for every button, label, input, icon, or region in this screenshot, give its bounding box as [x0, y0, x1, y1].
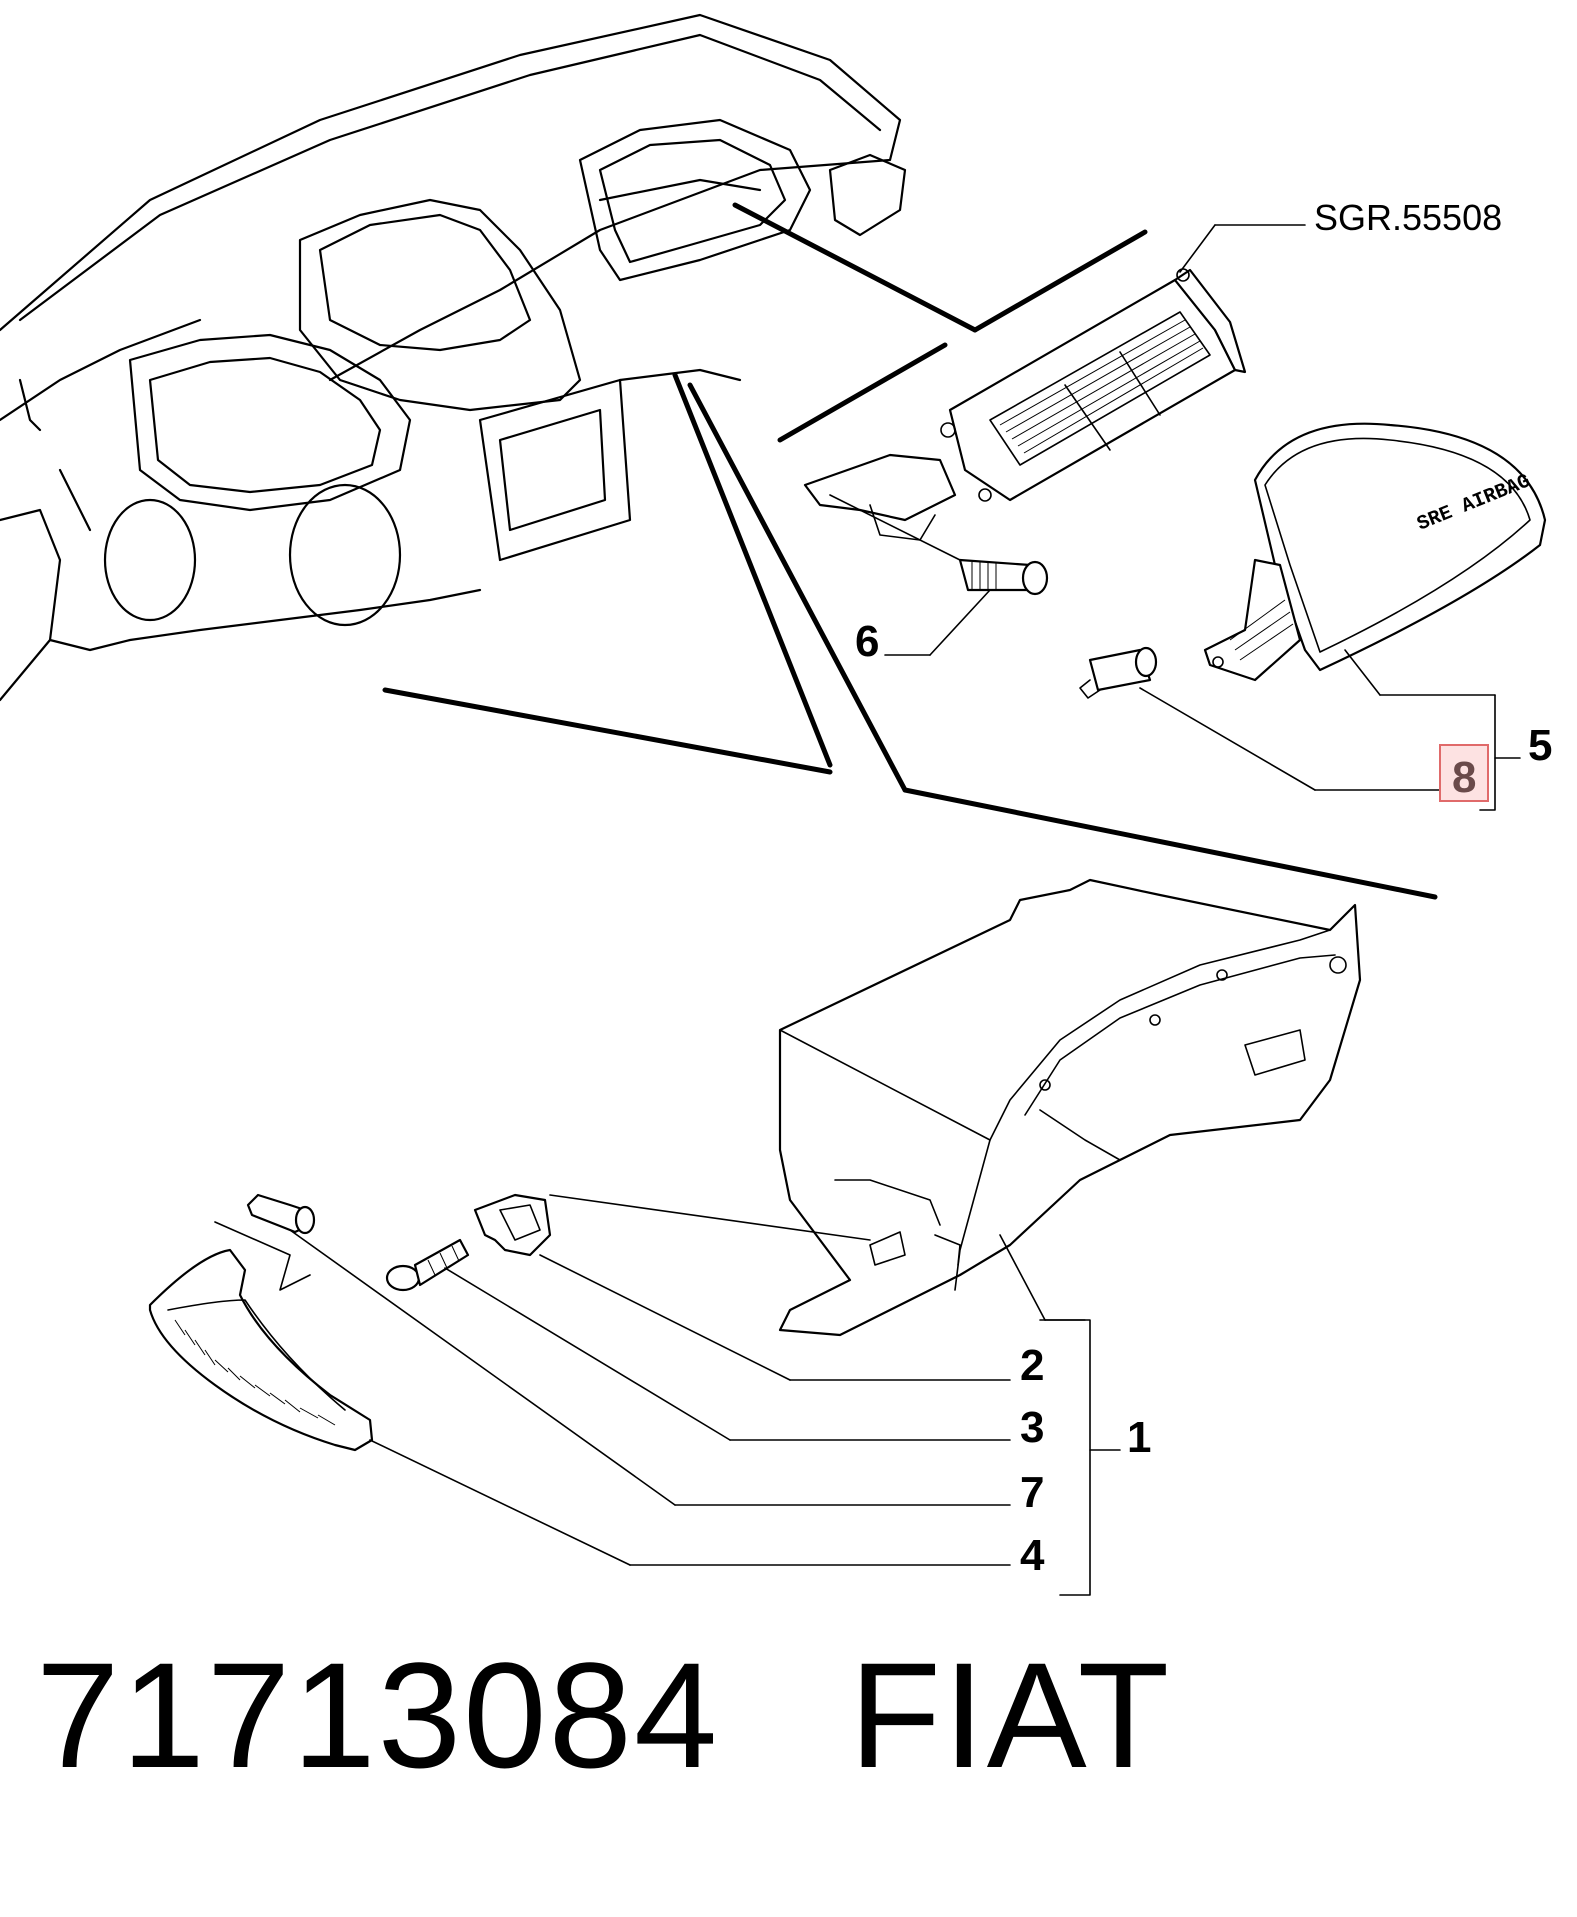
part-5-airbag-cover: SRE AIRBAG [1203, 422, 1547, 696]
part-4-handle-trim [148, 1221, 1011, 1566]
callout-8-highlight [1439, 744, 1489, 802]
brand-name: FIAT [849, 1631, 1172, 1799]
callout-3: 3 [1020, 1403, 1044, 1452]
dashboard-drawing [0, 13, 907, 702]
callout-7: 7 [1020, 1468, 1044, 1517]
airbag-module [803, 224, 1306, 541]
part-6-screw [829, 494, 1049, 656]
explode-guide-lines [382, 202, 1438, 900]
part-3-screw [385, 1238, 1011, 1441]
callout-8: 8 [1452, 753, 1476, 802]
part-7-pin [246, 1193, 1011, 1506]
callout-1: 1 [1127, 1413, 1151, 1462]
reference-label-sgr: SGR.55508 [1314, 197, 1502, 238]
callout-2: 2 [1020, 1341, 1044, 1390]
part-2-latch [473, 1193, 1011, 1381]
part-number: 71713084 [36, 1631, 720, 1799]
part-1-glove-box [778, 878, 1362, 1337]
part-8-screw [1079, 646, 1441, 791]
callout-4: 4 [1020, 1531, 1045, 1580]
callout-5: 5 [1528, 721, 1552, 770]
callout-6: 6 [855, 617, 879, 666]
callout-bracket-5 [1479, 694, 1521, 811]
callout-bracket-1 [1039, 1319, 1121, 1596]
